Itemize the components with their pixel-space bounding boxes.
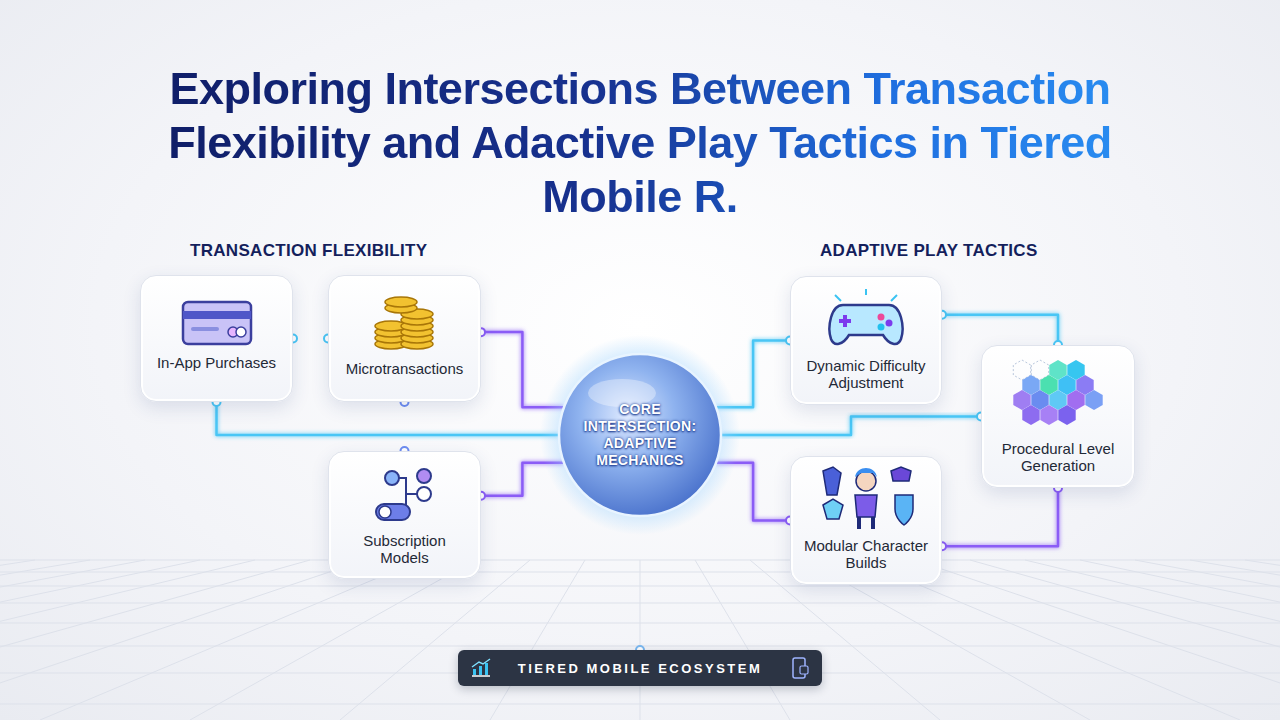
hex-grid-icon xyxy=(1008,358,1108,434)
credit-card-icon xyxy=(179,298,255,348)
subscription-icon xyxy=(370,466,440,526)
node-label: CORE INTERSECTION: ADAPTIVE MECHANICS xyxy=(576,401,704,469)
gamepad-icon xyxy=(821,287,911,351)
process-box: Dynamic Difficulty Adjustment xyxy=(790,276,942,405)
node-label: Procedural Level Generation xyxy=(990,440,1126,474)
process-box: In-App Purchases xyxy=(140,275,293,402)
connector-line xyxy=(403,402,406,451)
character-parts-icon xyxy=(811,465,921,531)
process-box: Modular Character Builds xyxy=(790,456,942,585)
connector-line xyxy=(217,402,560,435)
node-label: TIERED MOBILE ECOSYSTEM xyxy=(518,661,763,676)
connector-line xyxy=(293,337,328,340)
node-label: Microtransactions xyxy=(337,360,472,377)
connector-line xyxy=(942,315,1058,345)
section-heading: TRANSACTION FLEXIBILITY xyxy=(190,241,427,261)
connector-line xyxy=(639,516,642,650)
diagram-title: Exploring Intersections Between Transact… xyxy=(140,62,1140,224)
node-label: Dynamic Difficulty Adjustment xyxy=(799,357,933,391)
coin-stack-icon xyxy=(369,292,441,352)
node-label: In-App Purchases xyxy=(149,354,284,371)
process-box: Subscription Models xyxy=(328,451,481,579)
connector-line xyxy=(721,417,981,436)
process-box: Procedural Level Generation xyxy=(981,345,1135,488)
process-box: Microtransactions xyxy=(328,275,481,402)
connector-line xyxy=(942,488,1058,546)
core-circle: CORE INTERSECTION: ADAPTIVE MECHANICS xyxy=(558,353,722,517)
node-label: Modular Character Builds xyxy=(799,537,933,571)
chart-icon xyxy=(470,658,492,678)
section-heading: ADAPTIVE PLAY TACTICS xyxy=(820,241,1038,261)
node-label: Subscription Models xyxy=(337,532,472,566)
phone-icon xyxy=(788,656,810,680)
footer-bar: TIERED MOBILE ECOSYSTEM xyxy=(458,650,822,686)
